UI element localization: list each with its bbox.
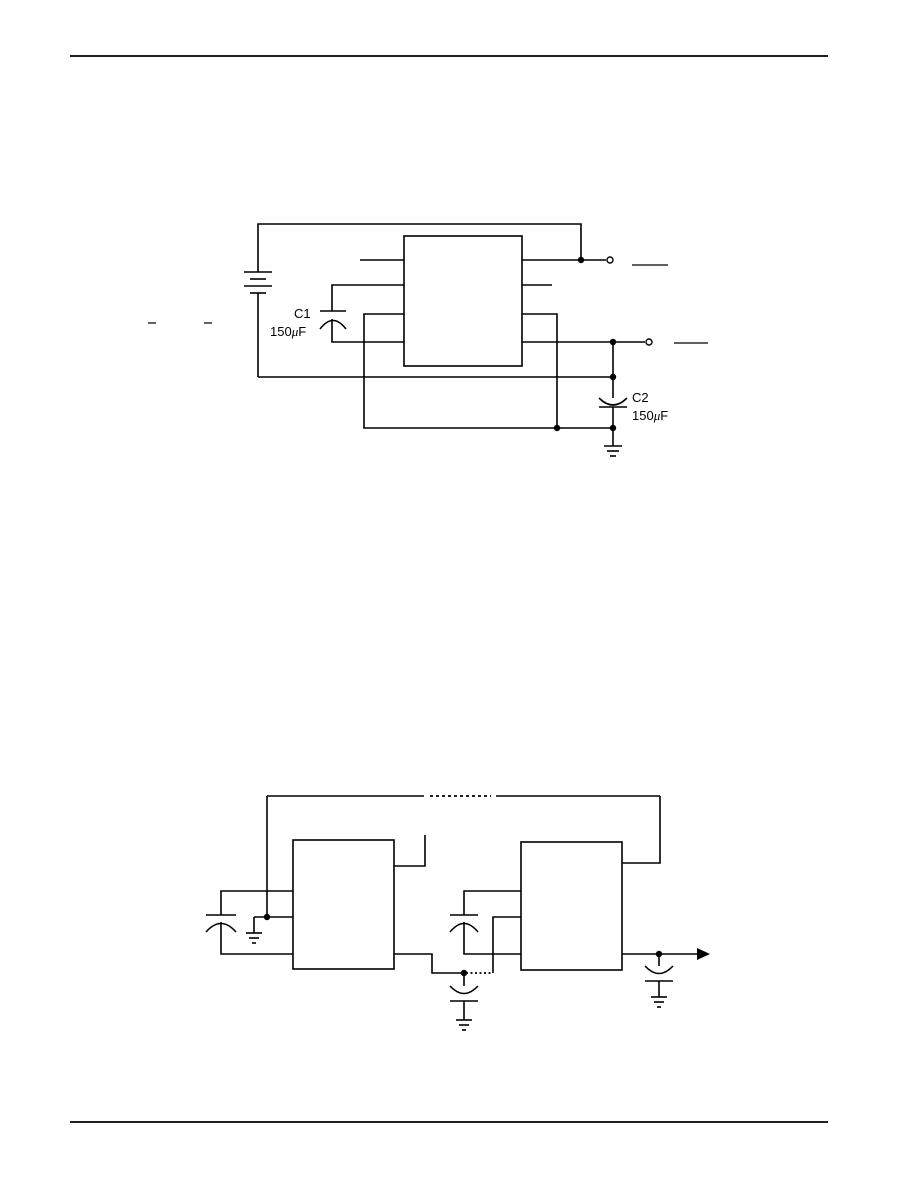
junction-ia-mid	[263, 913, 271, 921]
wire-interstage	[394, 953, 464, 974]
ic-1-body	[403, 235, 523, 367]
wire-bottom-loop-left	[363, 313, 557, 429]
wire-ca-bottom	[220, 922, 293, 955]
cd-plate-curved	[644, 965, 674, 975]
c2-label: C2	[632, 390, 649, 405]
ic-a-body	[292, 839, 395, 970]
terminal-bottom	[645, 338, 653, 346]
wire-cc-bottom	[463, 922, 521, 955]
junction-c2-rail	[609, 373, 617, 381]
c2-plate-curved	[598, 397, 628, 406]
wire-ca-top	[220, 890, 293, 915]
terminal-top	[606, 256, 614, 264]
c2-value: 150μF	[632, 408, 668, 423]
ic-b-body	[520, 841, 623, 971]
output-arrow-icon	[697, 948, 710, 960]
c1-plate-curved	[319, 319, 347, 330]
wire-battery-top	[257, 223, 582, 272]
wire-cc-top	[463, 890, 521, 915]
wire-c1-bottom	[331, 319, 404, 343]
c1-label: C1	[294, 306, 311, 321]
ground-icon-a	[246, 932, 262, 944]
figure-2-circuit	[205, 795, 710, 1031]
junction-output-top	[577, 256, 585, 264]
wire-top-right-down	[622, 796, 661, 864]
junction-ground	[609, 424, 617, 432]
cb-plate-curved	[449, 985, 479, 995]
wire-c1-top	[331, 284, 404, 311]
wire-bottom-loop-right	[522, 313, 558, 428]
ground-icon	[604, 445, 622, 457]
c1-value: 150μF	[270, 324, 306, 339]
figure-1-circuit: C1 150μF C2 150μF	[148, 223, 708, 457]
ground-icon-b	[456, 1019, 472, 1031]
battery-symbol	[244, 271, 272, 294]
ground-icon-d	[651, 996, 667, 1008]
wire-ib-mid	[492, 916, 521, 973]
ic-a-stub	[394, 835, 426, 867]
